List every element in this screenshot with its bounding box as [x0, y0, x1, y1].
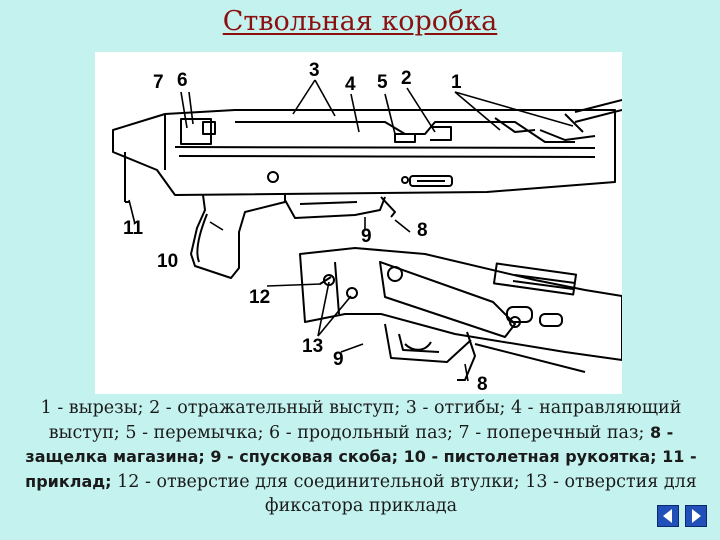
prev-slide-button[interactable] — [657, 505, 679, 527]
caption-part-2: 12 - отверстие для соединительной втулки… — [111, 471, 697, 517]
callout-11: 11 — [123, 218, 144, 239]
caption-part-1: 1 - вырезы; 2 - отражательный выступ; 3 … — [40, 398, 682, 443]
callout-8-top: 8 — [417, 220, 428, 241]
receiver-diagram: 3 7 6 4 5 2 1 8 9 11 10 12 13 9 8 — [95, 52, 622, 394]
callout-12: 12 — [249, 287, 270, 308]
callout-6: 6 — [177, 70, 188, 91]
callout-4: 4 — [345, 74, 356, 95]
nav-forward-icon — [692, 509, 701, 523]
slide-title: Ствольная коробка — [222, 6, 498, 37]
callout-9-bottom: 9 — [333, 349, 344, 370]
figure-caption: 1 - вырезы; 2 - отражательный выступ; 3 … — [14, 396, 708, 519]
callout-5: 5 — [377, 72, 388, 93]
nav-back-icon — [663, 509, 672, 523]
trigger-guard — [284, 196, 386, 219]
pistol-grip — [190, 194, 286, 279]
callout-7: 7 — [153, 72, 164, 93]
callout-3: 3 — [309, 60, 320, 81]
next-slide-button[interactable] — [685, 505, 707, 527]
callout-10: 10 — [157, 251, 178, 272]
callout-8-bottom: 8 — [477, 374, 488, 394]
caption-bold-part: 8 - защелка магазина; 9 - спусковая скоб… — [25, 422, 697, 491]
callout-1: 1 — [451, 72, 462, 93]
receiver-detail — [299, 247, 622, 361]
callout-9-top: 9 — [361, 226, 372, 247]
receiver-body — [112, 109, 616, 196]
callout-13: 13 — [302, 336, 323, 357]
callout-2: 2 — [401, 68, 412, 89]
